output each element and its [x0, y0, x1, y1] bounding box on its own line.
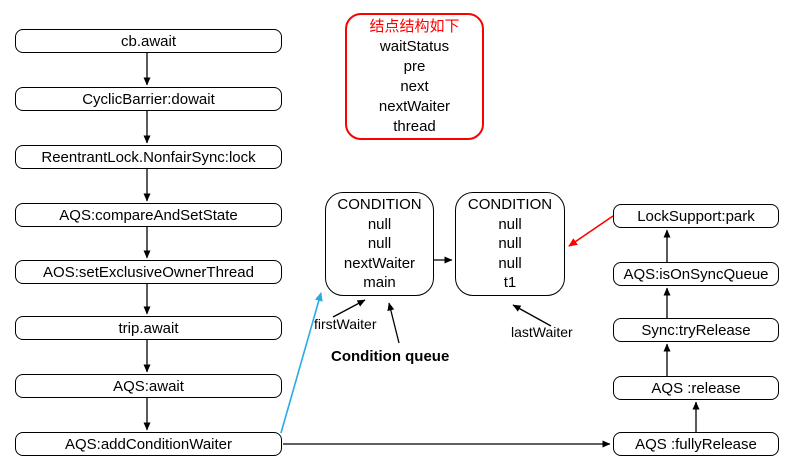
flow-node-isonsyncqueue: AQS:isOnSyncQueue [613, 262, 779, 286]
condition-node-1-line: null [367, 215, 392, 233]
condition-node-1-line: nextWaiter [343, 254, 416, 272]
node-structure-legend: 结点结构如下 waitStatus pre next nextWaiter th… [345, 13, 484, 140]
condition-node-1-line: CONDITION [337, 196, 422, 213]
flow-node-release: AQS :release [613, 376, 779, 400]
arrow-firstwaiter-pointer [332, 299, 366, 318]
flow-node-tryrelease: Sync:tryRelease [613, 318, 779, 342]
node-structure-field: thread [393, 118, 436, 135]
condition-node-2-line: CONDITION [467, 196, 553, 213]
node-structure-field: waitStatus [379, 38, 450, 55]
condition-node-1: CONDITION null null nextWaiter main [325, 192, 434, 296]
condition-node-1-line: main [363, 274, 396, 291]
flow-node-cb-await: cb.await [15, 29, 282, 53]
node-structure-title: 结点结构如下 [369, 18, 460, 35]
node-structure-field: next [400, 78, 429, 95]
flow-node-locksupport-park: LockSupport:park [613, 204, 779, 228]
arrow-conditionqueue-pointer [387, 302, 400, 344]
condition-node-2: CONDITION null null null t1 [455, 192, 565, 296]
label-firstwaiter: firstWaiter [314, 316, 377, 332]
condition-node-1-line: null [367, 235, 392, 252]
flow-node-fullyrelease: AQS :fullyRelease [613, 432, 779, 456]
label-condition-queue: Condition queue [331, 348, 450, 365]
condition-node-2-line: t1 [503, 274, 517, 291]
flow-node-compareandsetstate: AQS:compareAndSetState [15, 203, 282, 227]
arrow-lastwaiter-pointer [512, 304, 552, 327]
condition-node-2-line: null [498, 215, 522, 233]
arrow-red-park-to-cond2 [568, 215, 614, 247]
flow-node-aqs-await: AQS:await [15, 374, 282, 398]
flow-node-setexclusiveownerthread: AOS:setExclusiveOwnerThread [15, 260, 282, 284]
node-structure-field: nextWaiter [378, 98, 451, 115]
flow-node-trip-await: trip.await [15, 316, 282, 340]
node-structure-field: pre [403, 58, 426, 75]
flow-node-reentrantlock-lock: ReentrantLock.NonfairSync:lock [15, 145, 282, 169]
flow-node-addconditionwaiter: AQS:addConditionWaiter [15, 432, 282, 456]
label-lastwaiter: lastWaiter [511, 324, 573, 340]
condition-node-2-line: null [498, 235, 522, 252]
flow-node-cyclicbarrier-dowait: CyclicBarrier:dowait [15, 87, 282, 111]
arrow-blue-addwaiter-to-cond1 [280, 292, 323, 434]
condition-node-2-line: null [498, 254, 522, 272]
